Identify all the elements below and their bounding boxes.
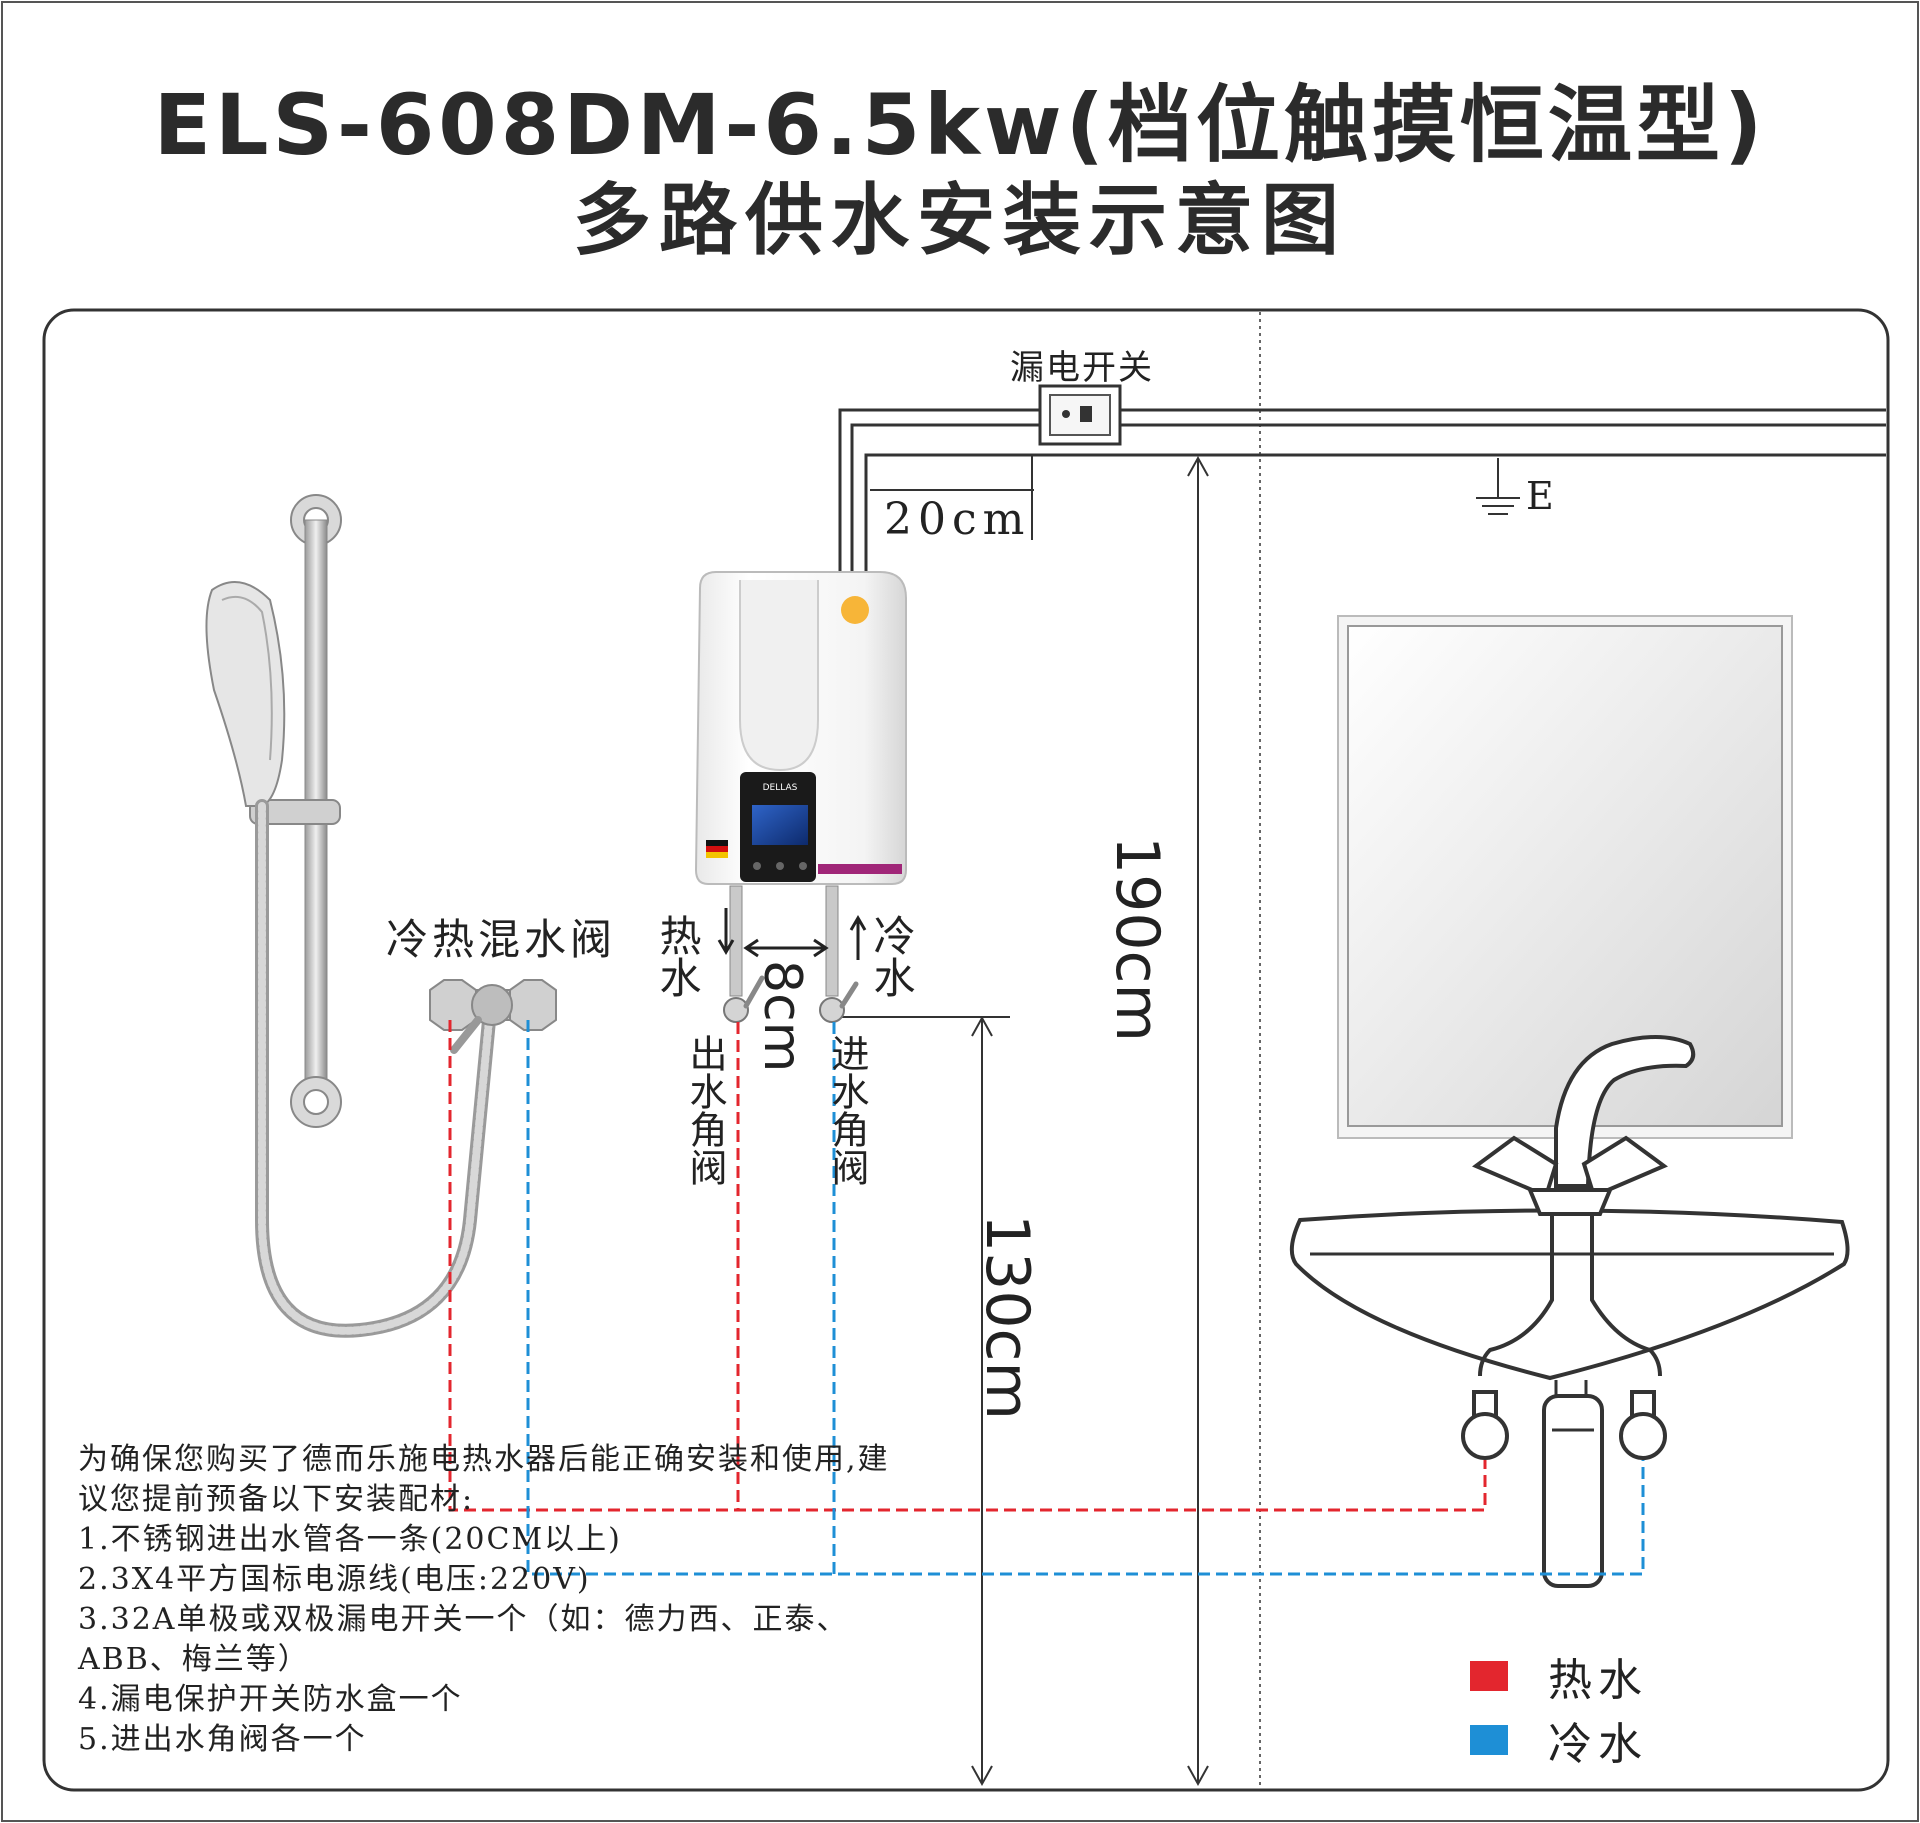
legend-hot: 热水 xyxy=(1470,1644,1648,1708)
basin-faucet-icon xyxy=(1472,1035,1696,1216)
ground-icon xyxy=(1476,458,1520,515)
water-heater-icon: DELLAS xyxy=(694,571,907,885)
dim-20cm-bracket xyxy=(870,456,1034,540)
heater-brand-logo: DELLAS xyxy=(763,783,798,793)
shower-rail-icon xyxy=(249,494,342,1128)
wall-panel xyxy=(42,308,1890,1792)
notes-intro: 为确保您购买了德而乐施电热水器后能正确安装和使用,建议您提前预备以下安装配材: xyxy=(78,1442,890,1517)
basin-icon xyxy=(1289,1208,1850,1588)
flow-arrows xyxy=(717,908,867,960)
basin-angle-valves xyxy=(1461,1390,1667,1460)
dim-130cm-arrow xyxy=(840,1015,1010,1787)
cold-water-in-label: 冷水 xyxy=(867,914,916,998)
hot-water-out-label: 热水 xyxy=(653,914,702,998)
legend-cold: 冷水 xyxy=(1470,1708,1648,1772)
inlet-angle-valve-label: 进水角阀 xyxy=(825,1034,869,1186)
dim-190cm-arrow xyxy=(1187,455,1209,1787)
dim-8cm-label: 8cm xyxy=(752,960,812,1073)
dim-130cm-label: 130cm xyxy=(972,1214,1042,1420)
outlet-angle-valve-label: 出水角阀 xyxy=(683,1034,727,1186)
legend-cold-label: 冷水 xyxy=(1548,1719,1648,1770)
notes-item: 4.漏电保护开关防水盒一个 xyxy=(78,1682,463,1717)
hot-water-lines xyxy=(448,1020,1487,1512)
mixing-valve-label: 冷热混水阀 xyxy=(386,915,617,964)
legend-hot-label: 热水 xyxy=(1548,1655,1648,1706)
diagram-title-main: 多路供水安装示意图 xyxy=(572,176,1347,266)
notes-item: 3.32A单极或双极漏电开关一个（如：德力西、正泰、ABB、梅兰等） xyxy=(78,1602,849,1677)
ground-label: E xyxy=(1526,474,1554,518)
shower-head-icon xyxy=(205,581,286,807)
leakage-switch-label: 漏电开关 xyxy=(1010,348,1154,388)
installation-notes: 为确保您购买了德而乐施电热水器后能正确安装和使用,建议您提前预备以下安装配材: … xyxy=(78,1440,918,1760)
shower-hose xyxy=(255,799,497,1338)
notes-item: 1.不锈钢进出水管各一条(20CM以上) xyxy=(78,1522,622,1557)
notes-item: 5.进出水角阀各一个 xyxy=(78,1722,367,1757)
basin-pipes xyxy=(1478,1214,1662,1377)
mixing-valve-icon xyxy=(429,979,557,1054)
notes-item: 2.3X4平方国标电源线(电压:220V) xyxy=(78,1562,591,1597)
dim-190cm-label: 190cm xyxy=(1102,836,1172,1042)
heater-pipes xyxy=(723,885,859,1023)
leakage-switch-icon xyxy=(1038,384,1122,446)
diagram-title-model: ELS-608DM-6.5kw(档位触摸恒温型) xyxy=(153,76,1767,174)
power-cables xyxy=(838,408,1886,578)
legend-hot-swatch xyxy=(1470,1661,1508,1691)
legend-cold-swatch xyxy=(1470,1725,1508,1755)
mirror-icon xyxy=(1337,615,1793,1139)
dim-20cm-label: 20cm xyxy=(884,494,1031,545)
cold-water-lines xyxy=(526,1020,1645,1576)
